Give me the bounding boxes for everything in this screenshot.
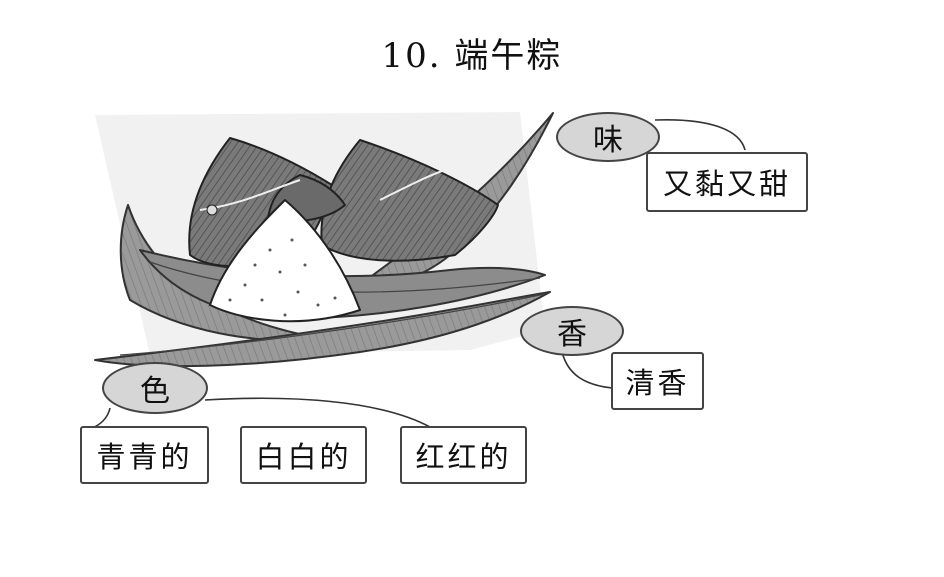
label-taste: 味	[556, 112, 660, 162]
page-title: 10. 端午粽	[381, 36, 563, 76]
rice-dots	[228, 238, 337, 317]
label-smell: 香	[520, 306, 624, 356]
zongzi	[188, 137, 499, 323]
connector-color-right	[204, 397, 431, 428]
answer-color-2-text: 白白的	[255, 440, 352, 474]
answer-color-1-text: 青青的	[96, 440, 193, 474]
answer-box-smell: 清香	[611, 352, 704, 410]
string	[379, 169, 446, 201]
answer-taste-text: 又黏又甜	[662, 167, 791, 201]
answer-box-color-1: 青青的	[80, 426, 209, 484]
connector-taste	[654, 118, 746, 151]
connector-color-left	[91, 407, 111, 429]
connector-smell	[561, 351, 613, 389]
answer-box-color-2: 白白的	[240, 426, 367, 484]
answer-color-3-text: 红红的	[415, 440, 512, 474]
answer-smell-text: 清香	[625, 366, 690, 400]
rice-cone	[209, 199, 361, 323]
answer-box-taste: 又黏又甜	[646, 152, 808, 212]
leaf-vein	[119, 293, 546, 356]
string-knot	[206, 204, 218, 216]
label-color: 色	[102, 362, 208, 414]
answer-box-color-3: 红红的	[400, 426, 527, 484]
leaf-bottom	[94, 291, 551, 368]
connectors	[91, 118, 746, 429]
